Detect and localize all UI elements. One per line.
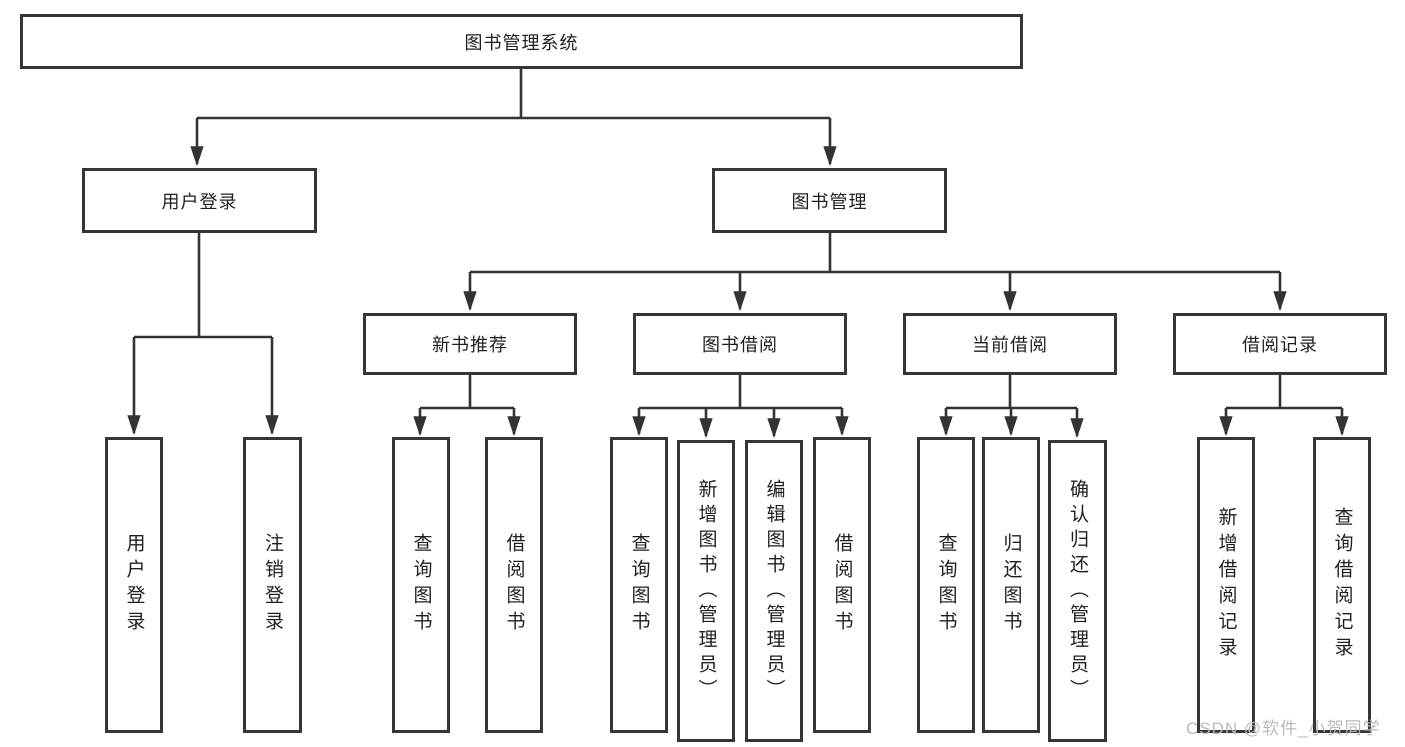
leaf-logout: 注销登录 (243, 437, 302, 733)
leaf-query-borrow-record: 查询借阅记录 (1313, 437, 1371, 733)
node-current-borrow: 当前借阅 (903, 313, 1117, 375)
leaf-return-books-label: 归还图书 (1000, 533, 1022, 637)
node-book-borrow: 图书借阅 (633, 313, 847, 375)
leaf-query-books-3-label: 查询图书 (935, 533, 957, 637)
node-book-borrow-label: 图书借阅 (702, 335, 778, 355)
leaf-borrow-books-1-label: 借阅图书 (503, 533, 525, 637)
leaf-user-login-label: 用户登录 (123, 533, 145, 637)
leaf-query-books-1-label: 查询图书 (410, 533, 432, 637)
node-book-management: 图书管理 (712, 168, 947, 233)
node-borrow-records-label: 借阅记录 (1242, 335, 1318, 355)
leaf-borrow-books-1: 借阅图书 (485, 437, 543, 733)
leaf-query-books-3: 查询图书 (917, 437, 975, 733)
leaf-confirm-return-admin: 确认归还（管理员） (1048, 440, 1107, 742)
leaf-query-borrow-record-label: 查询借阅记录 (1331, 507, 1353, 663)
node-borrow-records: 借阅记录 (1173, 313, 1387, 375)
leaf-query-books-1: 查询图书 (392, 437, 450, 733)
node-new-book-recommend: 新书推荐 (363, 313, 577, 375)
leaf-borrow-books-2-label: 借阅图书 (831, 533, 853, 637)
node-user-login-label: 用户登录 (161, 191, 238, 212)
csdn-watermark: CSDN @软件_小贺同学 (1186, 719, 1381, 738)
leaf-add-books-admin-label: 新增图书（管理员） (695, 478, 717, 704)
node-root-label: 图书管理系统 (464, 32, 579, 53)
leaf-query-books-2-label: 查询图书 (628, 533, 650, 637)
node-root: 图书管理系统 (20, 14, 1023, 69)
leaf-edit-books-admin-label: 编辑图书（管理员） (763, 478, 785, 704)
leaf-add-borrow-record: 新增借阅记录 (1197, 437, 1255, 733)
leaf-return-books: 归还图书 (982, 437, 1040, 733)
leaf-user-login: 用户登录 (105, 437, 163, 733)
leaf-confirm-return-admin-label: 确认归还（管理员） (1067, 478, 1088, 704)
node-user-login: 用户登录 (82, 168, 317, 233)
leaf-query-books-2: 查询图书 (610, 437, 668, 733)
leaf-add-borrow-record-label: 新增借阅记录 (1215, 507, 1237, 663)
leaf-add-books-admin: 新增图书（管理员） (677, 440, 735, 742)
node-current-borrow-label: 当前借阅 (972, 335, 1048, 355)
node-new-book-recommend-label: 新书推荐 (432, 335, 508, 355)
leaf-borrow-books-2: 借阅图书 (813, 437, 871, 733)
node-book-management-label: 图书管理 (791, 191, 868, 212)
leaf-logout-label: 注销登录 (262, 533, 283, 637)
leaf-edit-books-admin: 编辑图书（管理员） (745, 440, 803, 742)
